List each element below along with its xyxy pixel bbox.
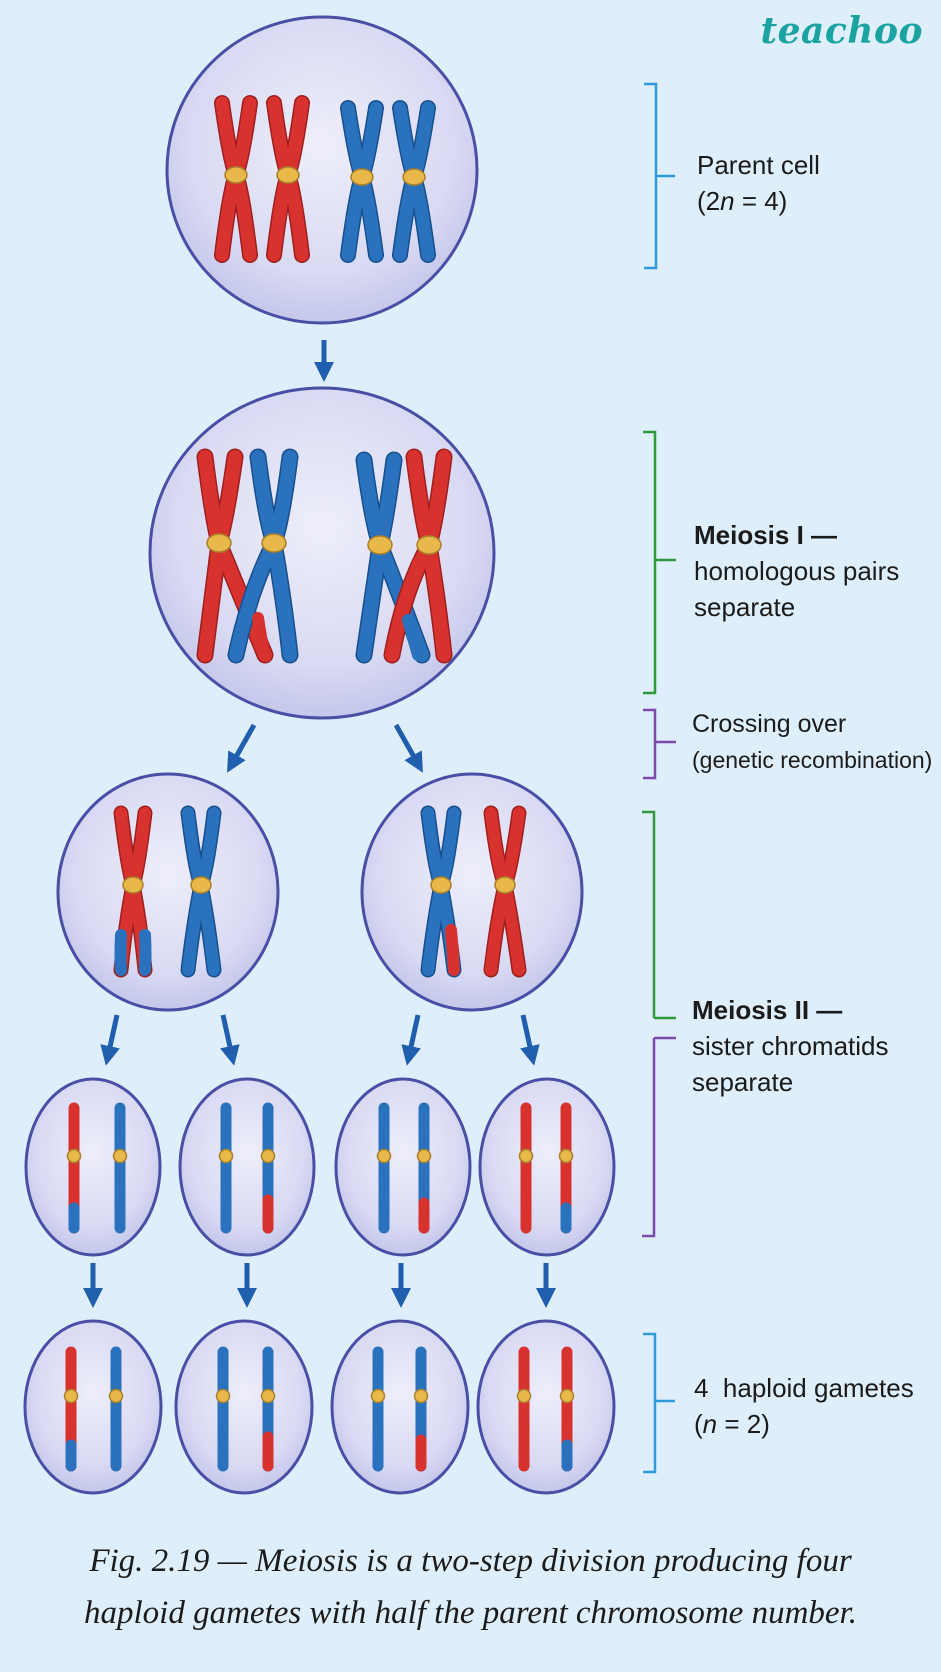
bracket-meiosis-1	[643, 430, 676, 695]
label-line: Crossing over	[692, 710, 847, 738]
centromere	[416, 1148, 432, 1164]
arrow-down-right-icon	[520, 1014, 540, 1066]
gamete-cell-4	[476, 1319, 616, 1495]
meiosis-2-cell-3	[334, 1077, 472, 1257]
arrow-down-left-icon	[100, 1014, 120, 1066]
caption-line-2: haploid gametes with half the parent chr…	[84, 1595, 857, 1631]
label-line: (genetic recombination)	[692, 747, 933, 773]
label-line: separate	[694, 592, 796, 622]
meiosis-2-chromatids	[68, 1102, 572, 1234]
brackets	[642, 82, 676, 1474]
centromere	[376, 1148, 392, 1164]
label-crossing-over: Crossing over (genetic recombination)	[692, 706, 932, 778]
meiosis-1-centromeres	[206, 533, 442, 555]
centromere	[370, 1388, 386, 1404]
meiosis-1-cell	[148, 386, 496, 720]
centromere	[218, 1148, 234, 1164]
bracket-gametes	[643, 1332, 675, 1474]
label-title: Meiosis I —	[694, 520, 838, 550]
centromere	[518, 1148, 534, 1164]
daughter-cell-right	[360, 772, 584, 1012]
centromere	[402, 168, 426, 186]
centromere	[260, 1388, 276, 1404]
teachoo-logo: teachoo	[760, 10, 923, 52]
arrow-down-left-icon	[401, 1014, 421, 1066]
centromere	[190, 876, 212, 894]
label-parent-cell: Parent cell (2n = 4)	[697, 147, 820, 219]
label-line: sister chromatids	[692, 1031, 889, 1061]
bracket-meiosis-2-upper	[642, 810, 676, 1020]
centromere	[350, 168, 374, 186]
parent-cell	[165, 15, 479, 325]
gamete-cell-3	[330, 1319, 470, 1495]
label-title: Meiosis II —	[692, 995, 843, 1025]
centromere	[367, 535, 393, 555]
centromere	[215, 1388, 231, 1404]
gamete-chromatids	[65, 1346, 573, 1472]
centromere	[494, 876, 516, 894]
meiosis-2-cell-2	[178, 1077, 316, 1257]
centromere	[413, 1388, 429, 1404]
centromere	[66, 1148, 82, 1164]
centromere	[112, 1148, 128, 1164]
centromere	[276, 166, 300, 184]
gamete-cell-1	[23, 1319, 163, 1495]
centromere	[558, 1148, 574, 1164]
label-gametes: 4 haploid gametes (n = 2)	[694, 1370, 914, 1442]
label-line: (2n = 4)	[697, 186, 788, 216]
centromere	[122, 876, 144, 894]
label-line: Parent cell	[697, 150, 820, 180]
meiosis-2-centromeres	[66, 1148, 574, 1164]
centromere	[416, 535, 442, 555]
label-meiosis-1: Meiosis I — homologous pairs separate	[694, 517, 899, 625]
centromere	[559, 1388, 575, 1404]
label-line: (n = 2)	[694, 1409, 770, 1439]
centromere	[261, 533, 287, 553]
bracket-crossing-over	[643, 708, 676, 780]
parent-centromeres	[224, 166, 426, 186]
centromere	[260, 1148, 276, 1164]
label-line: separate	[692, 1067, 794, 1097]
arrows	[83, 340, 556, 1308]
arrow-down-left-icon	[227, 723, 257, 773]
centromere	[430, 876, 452, 894]
label-line: homologous pairs	[694, 556, 900, 586]
figure-caption: Fig. 2.19 — Meiosis is a two-step divisi…	[0, 1535, 941, 1639]
bracket-meiosis-2-lower	[642, 1036, 676, 1238]
centromere	[206, 533, 232, 553]
centromere	[224, 166, 248, 184]
meiosis-2-cell-1	[24, 1077, 162, 1257]
caption-line-1: Fig. 2.19 — Meiosis is a two-step divisi…	[89, 1543, 852, 1579]
meiosis-2-cell-4	[478, 1077, 616, 1257]
label-meiosis-2: Meiosis II — sister chromatids separate	[692, 992, 889, 1100]
arrow-down-right-icon	[220, 1014, 240, 1066]
centromere	[516, 1388, 532, 1404]
centromere	[63, 1388, 79, 1404]
arrow-down-right-icon	[393, 723, 423, 773]
bracket-parent-cell	[644, 82, 675, 270]
daughter-centromeres	[122, 876, 516, 894]
gamete-cell-2	[174, 1319, 314, 1495]
label-line: 4 haploid gametes	[694, 1373, 914, 1403]
daughter-cell-left	[56, 772, 280, 1012]
centromere	[108, 1388, 124, 1404]
gamete-centromeres	[63, 1388, 575, 1404]
